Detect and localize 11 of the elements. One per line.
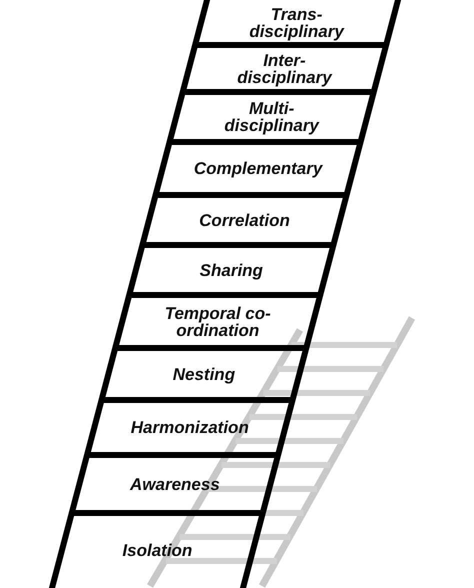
- ladder-step-label: Multi- disciplinary: [182, 95, 362, 139]
- ladder-step-label: Harmonization: [100, 403, 280, 452]
- ladder-step-label: Correlation: [155, 198, 334, 242]
- ladder-step-label: Nesting: [114, 351, 294, 397]
- ladder-step-label: Complementary: [168, 145, 348, 192]
- ladder-step-label: Trans- disciplinary: [207, 3, 386, 42]
- ladder-step-label: Isolation: [68, 516, 247, 585]
- ladder-step-label: Sharing: [142, 248, 321, 292]
- ladder-step-label: Awareness: [85, 458, 264, 510]
- ladder-step-label: Inter- disciplinary: [194, 48, 374, 89]
- ladder-step-label: Temporal co-ordination: [128, 298, 308, 345]
